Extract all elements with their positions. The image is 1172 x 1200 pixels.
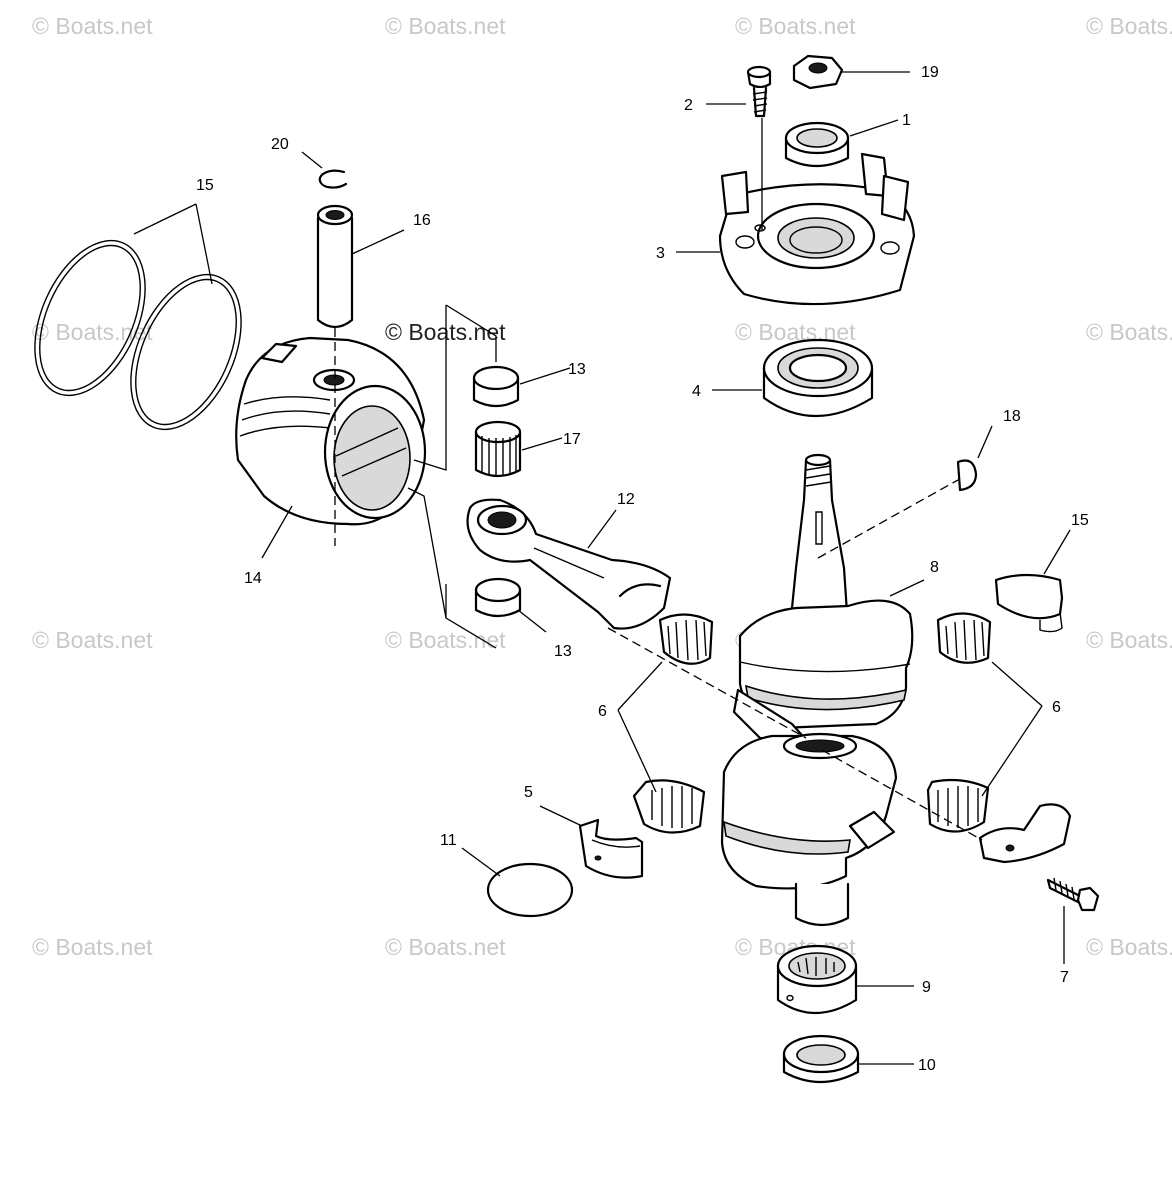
oil-seal-top bbox=[784, 121, 850, 168]
bolt bbox=[1046, 877, 1100, 912]
needle-bearing-lower bbox=[776, 944, 858, 1015]
o-ring bbox=[486, 862, 574, 918]
callout-14: 14 bbox=[244, 570, 262, 587]
callout-leaders bbox=[133, 71, 1071, 1065]
callout-5: 5 bbox=[524, 784, 533, 801]
callout-9: 9 bbox=[922, 979, 931, 996]
callout-12: 12 bbox=[617, 491, 635, 508]
callout-16: 16 bbox=[413, 212, 431, 229]
needle-bearing-half-upper-right bbox=[936, 612, 992, 664]
callout-6-left: 6 bbox=[598, 703, 607, 720]
woodruff-key bbox=[956, 459, 978, 492]
watermark: © Boats.net bbox=[1086, 13, 1172, 39]
callout-8: 8 bbox=[930, 559, 939, 576]
watermark: © Boats.net bbox=[385, 934, 506, 960]
callout-4: 4 bbox=[692, 383, 701, 400]
callout-2: 2 bbox=[684, 97, 693, 114]
bearing-race-right bbox=[994, 573, 1064, 633]
watermark: © Boats.net bbox=[1086, 627, 1172, 653]
callout-6-right: 6 bbox=[1052, 699, 1061, 716]
watermark: © Boats.net bbox=[32, 13, 153, 39]
callout-7: 7 bbox=[1060, 969, 1069, 986]
bearing-cap-right bbox=[978, 803, 1072, 864]
oil-seal-bottom bbox=[782, 1034, 860, 1083]
needle-bearing-half-lower-left bbox=[632, 779, 706, 834]
watermark: © Boats.net bbox=[32, 934, 153, 960]
callout-19: 19 bbox=[921, 64, 939, 81]
callout-1: 1 bbox=[902, 112, 911, 129]
callout-18: 18 bbox=[1003, 408, 1021, 425]
callout-10: 10 bbox=[918, 1057, 936, 1074]
screw bbox=[746, 65, 772, 118]
thrust-washer-upper bbox=[472, 365, 520, 408]
assembly-lines bbox=[334, 118, 983, 841]
needle-bearing-small-end bbox=[474, 420, 522, 478]
watermark: © Boats.net bbox=[1086, 319, 1172, 345]
piston bbox=[235, 336, 427, 526]
callout-11: 11 bbox=[440, 832, 457, 849]
wrist-pin bbox=[316, 204, 354, 329]
watermark: © Boats.net bbox=[1086, 934, 1172, 960]
piston-rings bbox=[34, 239, 242, 431]
ball-bearing-upper bbox=[762, 338, 874, 418]
circlip bbox=[318, 169, 348, 189]
thrust-washer-lower bbox=[474, 577, 522, 618]
needle-bearing-half-upper-left bbox=[658, 613, 714, 665]
bearing-housing bbox=[718, 152, 916, 306]
nut bbox=[792, 54, 844, 90]
watermark: © Boats.net bbox=[385, 627, 506, 653]
watermark-layer: © Boats.net © Boats.net © Boats.net © Bo… bbox=[32, 13, 1172, 960]
needle-bearing-half-lower-right bbox=[926, 778, 990, 833]
callout-labels: 19 2 1 3 4 18 20 15 16 13 17 12 14 13 8 … bbox=[196, 64, 1089, 1074]
crankshaft bbox=[720, 453, 914, 927]
bearing-race-left bbox=[578, 818, 644, 879]
callout-20: 20 bbox=[271, 136, 289, 153]
watermark: © Boats.net bbox=[735, 13, 856, 39]
callout-3: 3 bbox=[656, 245, 665, 262]
watermark: © Boats.net bbox=[385, 13, 506, 39]
callout-13-upper: 13 bbox=[568, 361, 586, 378]
connecting-rod bbox=[466, 498, 672, 630]
callout-17: 17 bbox=[563, 431, 581, 448]
callout-13-lower: 13 bbox=[554, 643, 572, 660]
callout-15-rings: 15 bbox=[196, 177, 214, 194]
watermark: © Boats.net bbox=[32, 627, 153, 653]
callout-15-race: 15 bbox=[1071, 512, 1089, 529]
